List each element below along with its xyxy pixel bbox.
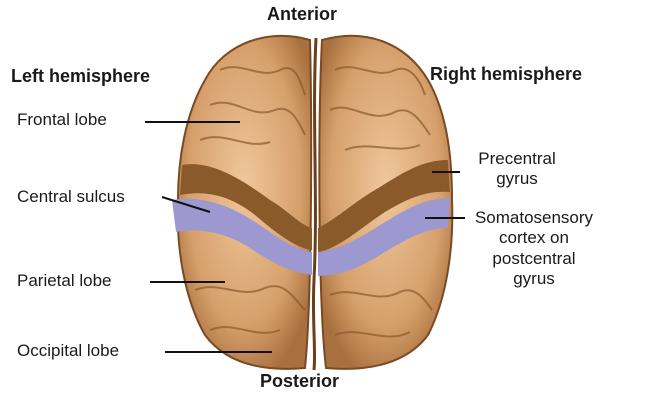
precentral-gyrus-label: Precentral gyrus	[462, 149, 572, 190]
somatosensory-label: Somatosensory cortex on postcentral gyru…	[468, 208, 600, 290]
somatosensory-line-2: cortex on	[499, 228, 569, 248]
anterior-label: Anterior	[267, 4, 338, 24]
precentral-gyrus-band	[180, 160, 450, 252]
somatosensory-line-3: postcentral	[492, 248, 576, 268]
gyri-texture	[194, 66, 433, 338]
occipital-lobe-label: Occipital lobe	[17, 341, 120, 360]
frontal-lobe-label: Frontal lobe	[17, 110, 107, 129]
precentral-line-1: Precentral	[478, 149, 556, 168]
somatosensory-line-4: gyrus	[513, 269, 555, 289]
parietal-lobe-label: Parietal lobe	[17, 271, 112, 290]
central-sulcus-label: Central sulcus	[17, 187, 125, 206]
somatosensory-line-1: Somatosensory	[474, 208, 594, 227]
right-hemisphere-label: Right hemisphere	[430, 64, 583, 84]
leader-central-sulcus	[161, 196, 211, 213]
precentral-line-2: gyrus	[496, 169, 538, 189]
somatosensory-band	[172, 198, 450, 276]
leader-lines	[145, 121, 465, 353]
left-hemisphere-label: Left hemisphere	[11, 66, 151, 86]
longitudinal-fissure	[311, 37, 318, 371]
posterior-label: Posterior	[260, 371, 340, 391]
